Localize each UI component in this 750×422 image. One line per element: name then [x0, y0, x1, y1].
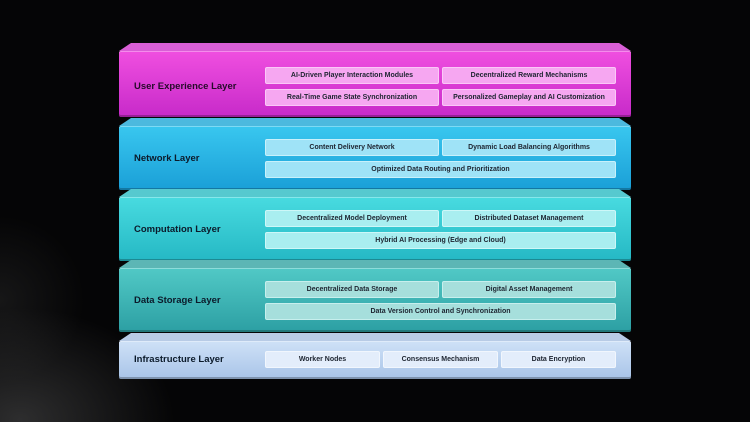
layer-title: Data Storage Layer: [134, 295, 221, 306]
component-chip: Real-Time Game State Synchronization: [265, 89, 439, 106]
layer-user-experience: User Experience Layer AI-Driven Player I…: [119, 43, 631, 117]
component-chip: Optimized Data Routing and Prioritizatio…: [265, 161, 616, 178]
layer-title: Network Layer: [134, 153, 200, 164]
layer-infrastructure: Infrastructure Layer Worker Nodes Consen…: [119, 333, 631, 379]
layer-network: Network Layer Content Delivery Network D…: [119, 118, 631, 190]
layer-title: Infrastructure Layer: [134, 354, 224, 365]
layer-data-storage: Data Storage Layer Decentralized Data St…: [119, 260, 631, 332]
component-chip: AI-Driven Player Interaction Modules: [265, 67, 439, 84]
component-chip: Content Delivery Network: [265, 139, 439, 156]
component-chip: Decentralized Data Storage: [265, 281, 439, 298]
layer-title: User Experience Layer: [134, 81, 237, 92]
component-chip: Digital Asset Management: [442, 281, 616, 298]
component-chip: Consensus Mechanism: [383, 351, 498, 368]
component-chip: Data Encryption: [501, 351, 616, 368]
component-chip: Hybrid AI Processing (Edge and Cloud): [265, 232, 616, 249]
component-chip: Data Version Control and Synchronization: [265, 303, 616, 320]
component-chip: Distributed Dataset Management: [442, 210, 616, 227]
component-chip: Worker Nodes: [265, 351, 380, 368]
layer-title: Computation Layer: [134, 224, 221, 235]
component-chip: Decentralized Reward Mechanisms: [442, 67, 616, 84]
component-chip: Dynamic Load Balancing Algorithms: [442, 139, 616, 156]
component-chip: Decentralized Model Deployment: [265, 210, 439, 227]
component-chip: Personalized Gameplay and AI Customizati…: [442, 89, 616, 106]
layer-computation: Computation Layer Decentralized Model De…: [119, 189, 631, 261]
